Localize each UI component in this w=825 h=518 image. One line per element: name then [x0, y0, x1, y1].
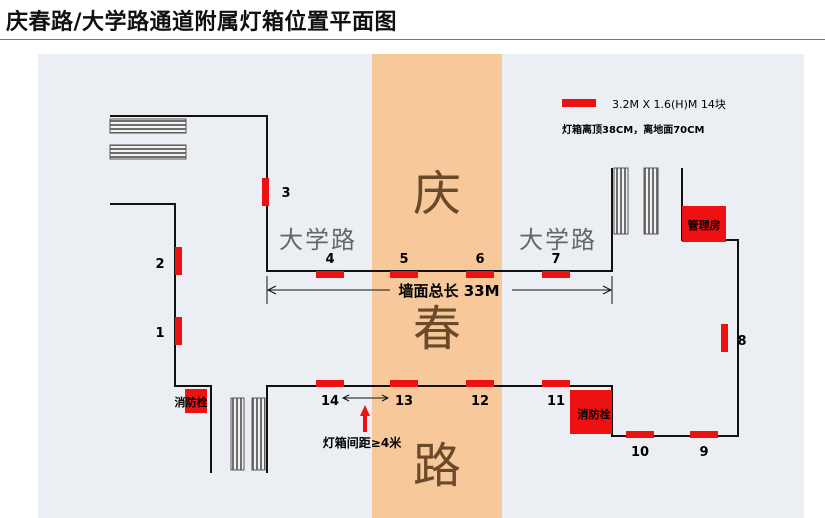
lightbox-7	[542, 271, 570, 278]
lightbox-12	[466, 380, 494, 387]
legend-swatch	[562, 99, 596, 107]
daxue-road-label-right: 大学路	[519, 226, 597, 254]
lightbox-number-11: 11	[547, 394, 565, 409]
lightbox-9	[690, 431, 718, 438]
lightbox-11	[542, 380, 570, 387]
hydrant-label-left: 消防栓	[175, 395, 208, 409]
lightbox-10	[626, 431, 654, 438]
lightbox-number-12: 12	[471, 394, 489, 409]
escalator-top-right-2	[643, 167, 659, 235]
escalator-top-left-2	[109, 144, 187, 160]
lightbox-1	[175, 317, 182, 345]
lightboxes	[175, 178, 728, 438]
lightbox-number-1: 1	[155, 326, 164, 341]
page-title: 庆春路/大学路通道附属灯箱位置平面图	[6, 10, 398, 35]
escalator-top-left-1	[109, 118, 187, 134]
lightbox-13	[390, 380, 418, 387]
wall-length-label: 墙面总长 33M	[398, 282, 499, 300]
lightbox-5	[390, 271, 418, 278]
qingchun-road-band	[372, 54, 502, 518]
lightbox-number-9: 9	[699, 445, 708, 460]
lightbox-number-13: 13	[395, 394, 413, 409]
lightbox-number-2: 2	[155, 257, 164, 272]
lightbox-number-6: 6	[475, 252, 484, 267]
escalator-bottom-left-2	[251, 397, 266, 471]
lightbox-numbers: 1 2 3 4 5 6 7 8 9 10 11 12 13 14	[155, 186, 746, 460]
legend-spec: 3.2M X 1.6(H)M 14块	[612, 98, 726, 111]
lightbox-6	[466, 271, 494, 278]
lightbox-number-10: 10	[631, 445, 649, 460]
wall-length-dimension	[266, 276, 613, 304]
road-char-lu: 路	[413, 438, 461, 494]
lightbox-14	[316, 380, 344, 387]
road-char-qing: 庆	[413, 166, 461, 222]
lightbox-3	[262, 178, 269, 206]
legend-note: 灯箱离顶38CM，离地面70CM	[562, 123, 704, 136]
road-char-chun: 春	[413, 301, 461, 357]
escalator-bottom-left-1	[230, 397, 245, 471]
spacing-note: 灯箱间距≥4米	[323, 435, 402, 450]
lightbox-number-7: 7	[551, 252, 560, 267]
management-room-box	[682, 206, 726, 242]
lightbox-number-14: 14	[321, 394, 339, 409]
spacing-dimension	[341, 394, 390, 402]
lightbox-number-8: 8	[737, 334, 746, 349]
spacing-arrow	[360, 405, 370, 432]
lightbox-number-4: 4	[325, 252, 334, 267]
hydrant-box-right	[570, 390, 612, 434]
lightbox-4	[316, 271, 344, 278]
escalator-top-right-1	[613, 167, 629, 235]
lightbox-number-5: 5	[399, 252, 408, 267]
lightbox-8	[721, 324, 728, 352]
hydrant-box-left	[185, 389, 207, 413]
hydrant-label-right: 消防栓	[578, 407, 611, 421]
daxue-road-label-left: 大学路	[279, 226, 357, 254]
lightbox-number-3: 3	[281, 186, 290, 201]
title-divider	[0, 39, 825, 40]
lightbox-2	[175, 247, 182, 275]
management-room-label: 管理房	[688, 218, 721, 232]
